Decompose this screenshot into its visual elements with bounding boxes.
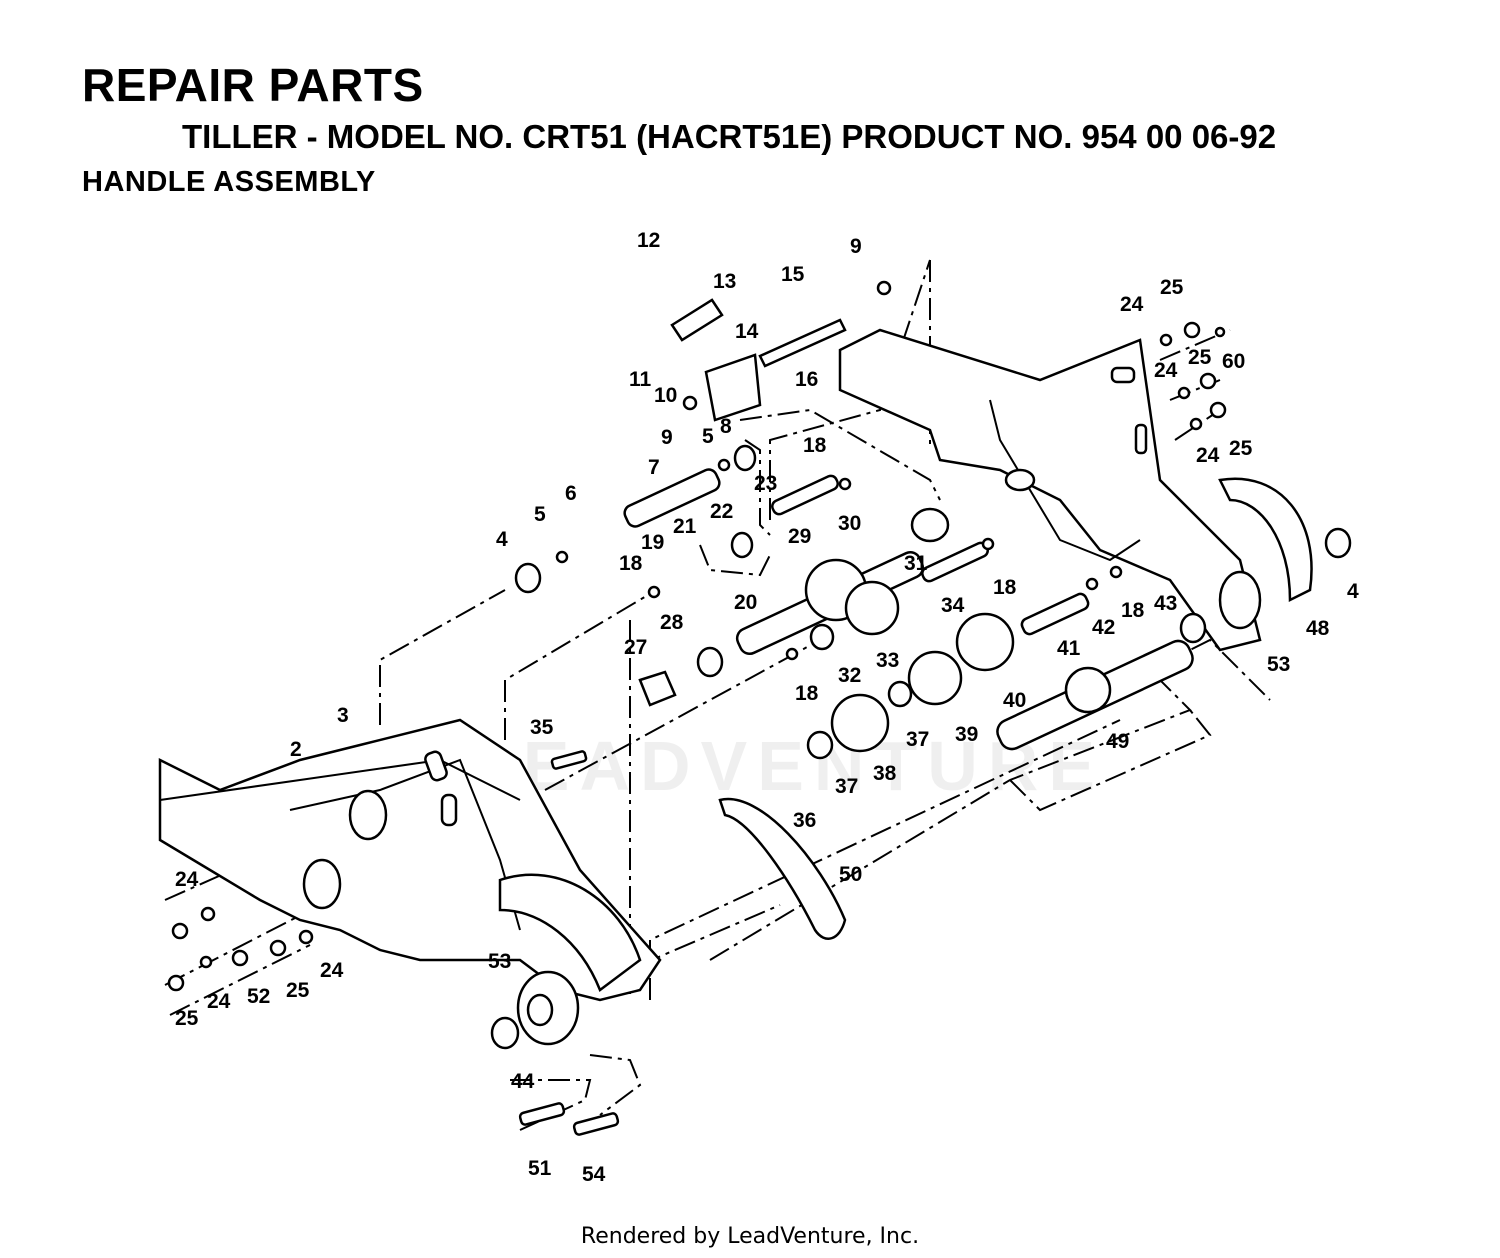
callout-25d: 25 bbox=[286, 979, 310, 1002]
callout-34: 34 bbox=[941, 594, 965, 617]
footer-credit: Rendered by LeadVenture, Inc. bbox=[580, 1224, 920, 1249]
callout-43: 43 bbox=[1154, 592, 1177, 615]
model-subtitle: TILLER - MODEL NO. CRT51 (HACRT51E) PROD… bbox=[182, 118, 1277, 155]
callout-35: 35 bbox=[530, 716, 554, 739]
callout-16: 16 bbox=[795, 368, 818, 391]
callout-32: 32 bbox=[838, 664, 861, 687]
callout-18e: 18 bbox=[795, 682, 819, 705]
callout-6: 6 bbox=[565, 482, 577, 505]
callout-53b: 53 bbox=[488, 950, 511, 973]
fasteners bbox=[167, 280, 1227, 992]
callout-24: 24 bbox=[1120, 293, 1144, 316]
callout-24d: 24 bbox=[175, 868, 199, 891]
callout-37b: 37 bbox=[835, 775, 858, 798]
callout-5b: 5 bbox=[534, 503, 546, 526]
callout-4b: 4 bbox=[1347, 580, 1359, 603]
callout-9: 9 bbox=[850, 235, 862, 258]
callout-52: 52 bbox=[247, 985, 270, 1008]
callout-18d: 18 bbox=[1121, 599, 1145, 622]
callout-24c: 24 bbox=[1196, 444, 1220, 467]
callout-40: 40 bbox=[1003, 689, 1026, 712]
page-title: REPAIR PARTS bbox=[82, 59, 424, 111]
callout-49: 49 bbox=[1106, 730, 1129, 753]
callout-51: 51 bbox=[528, 1157, 552, 1180]
callout-10: 10 bbox=[654, 384, 677, 407]
callout-25: 25 bbox=[1160, 276, 1184, 299]
callout-4: 4 bbox=[496, 528, 508, 551]
callout-50: 50 bbox=[839, 863, 862, 886]
callout-38: 38 bbox=[873, 762, 897, 785]
callout-36: 36 bbox=[793, 809, 816, 832]
watermark-text: LEADVENTURE bbox=[470, 727, 1105, 805]
callout-25b: 25 bbox=[1188, 346, 1212, 369]
callout-21: 21 bbox=[673, 515, 697, 538]
callout-24e: 24 bbox=[320, 959, 344, 982]
parts-diagram: LEADVENTURE bbox=[158, 229, 1359, 1186]
callout-7: 7 bbox=[648, 456, 660, 479]
callout-30: 30 bbox=[838, 512, 861, 535]
callout-11: 11 bbox=[629, 368, 652, 391]
right-housing bbox=[838, 328, 1313, 652]
callout-28: 28 bbox=[660, 611, 684, 634]
callout-37: 37 bbox=[906, 728, 929, 751]
callout-24f: 24 bbox=[207, 990, 231, 1013]
callout-29: 29 bbox=[788, 525, 811, 548]
callout-15: 15 bbox=[781, 263, 805, 286]
callout-31: 31 bbox=[904, 552, 928, 575]
callout-23: 23 bbox=[754, 472, 777, 495]
callout-42: 42 bbox=[1092, 616, 1115, 639]
callout-24b: 24 bbox=[1154, 359, 1178, 382]
callout-14: 14 bbox=[735, 320, 759, 343]
callout-9b: 9 bbox=[661, 426, 673, 449]
callout-54: 54 bbox=[582, 1163, 606, 1186]
callout-53: 53 bbox=[1267, 653, 1290, 676]
callout-18: 18 bbox=[803, 434, 827, 457]
callout-25c: 25 bbox=[1229, 437, 1253, 460]
section-title: HANDLE ASSEMBLY bbox=[82, 166, 376, 198]
callout-labels: 12 13 15 9 25 24 60 14 11 10 16 25 24 9 … bbox=[175, 229, 1359, 1186]
callout-18b: 18 bbox=[619, 552, 643, 575]
callout-39: 39 bbox=[955, 723, 978, 746]
callout-2: 2 bbox=[290, 738, 302, 761]
callout-44: 44 bbox=[511, 1070, 535, 1093]
callout-3: 3 bbox=[337, 704, 349, 727]
callout-8: 8 bbox=[720, 415, 732, 438]
callout-60: 60 bbox=[1222, 350, 1245, 373]
left-housing bbox=[158, 718, 662, 1002]
callout-12: 12 bbox=[637, 229, 660, 252]
callout-41: 41 bbox=[1057, 637, 1081, 660]
drive-parts bbox=[490, 298, 1352, 1136]
callout-25e: 25 bbox=[175, 1007, 199, 1030]
callout-5: 5 bbox=[702, 425, 714, 448]
callout-27: 27 bbox=[624, 636, 647, 659]
callout-22: 22 bbox=[710, 500, 733, 523]
callout-19: 19 bbox=[641, 531, 664, 554]
callout-13: 13 bbox=[713, 270, 736, 293]
callout-18c: 18 bbox=[993, 576, 1017, 599]
callout-48: 48 bbox=[1306, 617, 1330, 640]
callout-33: 33 bbox=[876, 649, 899, 672]
callout-20: 20 bbox=[734, 591, 757, 614]
